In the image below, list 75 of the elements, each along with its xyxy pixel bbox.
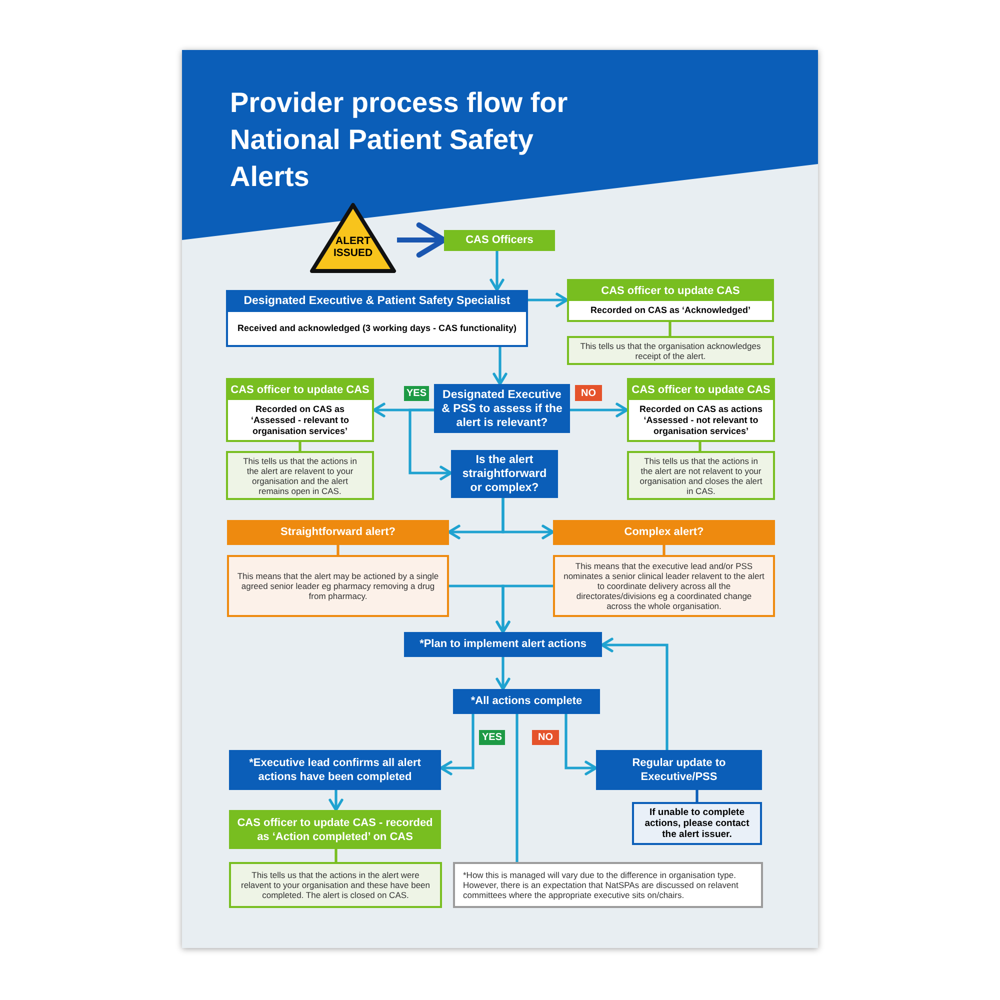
arrow xyxy=(502,498,554,540)
connector-line xyxy=(334,849,338,862)
note-text: *How this is managed will vary due to the difference in organisation type. However, there is an expectation that NatSPAs are discussed on relavent committees where the appropriate executive sits on/chairs. xyxy=(463,870,740,900)
decision-box xyxy=(451,450,558,498)
box-heading: Designated Executive & Patient Safety Specialist xyxy=(228,292,526,312)
arrow xyxy=(496,584,553,634)
process-box xyxy=(227,520,449,545)
arrow xyxy=(408,408,452,480)
note-box xyxy=(227,555,449,617)
process-box xyxy=(444,230,555,251)
note-text: This means that the executive lead and/or PSS nominates a senior clinical leader relavent to the alert to coordinate delivery across all the directorates/divisions eg a coordinated change across the whole organisation. xyxy=(563,561,765,611)
box-text: Recorded on CAS as ‘Assessed - relevant to organisation services’ xyxy=(250,404,350,436)
arrow xyxy=(440,714,474,776)
title: Provider process flow for National Patient Safety Alerts xyxy=(230,86,569,194)
process-box xyxy=(229,750,441,790)
box-label: Complex alert? xyxy=(624,526,704,539)
decision-box xyxy=(434,384,570,433)
process-box xyxy=(226,378,374,442)
arrow xyxy=(328,790,344,812)
box-heading: CAS officer to update CAS xyxy=(569,281,772,301)
connector-line xyxy=(696,790,698,802)
warning-triangle xyxy=(309,202,397,274)
note-box xyxy=(226,451,374,500)
box-text: Recorded on CAS as actions ‘Assessed - not relevant to organisation services’ xyxy=(638,404,764,436)
connector-line xyxy=(668,322,672,336)
connector-line xyxy=(336,545,340,555)
arrow xyxy=(528,292,568,308)
note-text: This tells us that the organisation acknowledges receipt of the alert. xyxy=(579,340,762,360)
box-heading: CAS officer to update CAS xyxy=(228,380,372,400)
box-label: Regular update to Executive/PSS xyxy=(631,756,727,784)
process-box xyxy=(229,810,441,849)
box-label: Is the alert straightforward or complex? xyxy=(461,453,548,495)
note-text: If unable to complete actions, please contact the alert issuer. xyxy=(644,807,750,840)
edge-label: NO xyxy=(532,730,559,745)
connector-line xyxy=(516,714,518,862)
box-label: *All actions complete xyxy=(470,695,582,708)
note-box xyxy=(632,802,762,845)
note-text: This tells us that the actions in the alert were relavent to your organisation and these have been completed. The alert is closed on CAS. xyxy=(240,870,432,900)
note-text: This means that the alert may be actioned by a single agreed senior leader eg pharmacy removing a drug from pharmacy. xyxy=(237,571,439,601)
box-label: CAS Officers xyxy=(466,234,534,247)
box-label: Designated Executive & PSS to assess if the alert is relevant? xyxy=(440,388,564,430)
arrow xyxy=(492,347,508,386)
note-box xyxy=(229,862,442,908)
note-text: This tells us that the actions in the alert are relavent to your organisation and the alert remains open in CAS. xyxy=(242,456,358,496)
note-box xyxy=(553,555,775,617)
edge-label: NO xyxy=(575,385,602,401)
process-box xyxy=(553,520,775,545)
process-box xyxy=(567,279,774,322)
decision-box xyxy=(453,689,600,714)
process-box xyxy=(404,632,602,657)
box-label: Straightforward alert? xyxy=(280,526,396,539)
box-label: CAS officer to update CAS - recorded as ‘Action completed’ on CAS xyxy=(236,816,434,844)
edge-label: YES xyxy=(479,730,505,745)
note-text: This tells us that the actions in the alert are not relavent to your organisation and closes the alert in CAS. xyxy=(638,456,764,496)
edge-label: YES xyxy=(404,386,429,401)
box-text: Recorded on CAS as ‘Acknowledged’ xyxy=(590,305,751,316)
process-box xyxy=(627,378,775,442)
arrow xyxy=(600,638,668,750)
arrow xyxy=(570,402,628,418)
box-label: *Executive lead confirms all alert actions have been completed xyxy=(248,756,422,784)
sign-text: ALERT ISSUED xyxy=(332,235,374,259)
box-heading: CAS officer to update CAS xyxy=(629,380,773,400)
connector-line xyxy=(662,545,666,555)
box-text: Received and acknowledged (3 working days - CAS functionality) xyxy=(237,323,517,334)
connector-line xyxy=(298,442,302,451)
arrow xyxy=(564,714,598,776)
note-box xyxy=(567,336,774,365)
note-box xyxy=(627,451,775,500)
arrow xyxy=(490,251,504,292)
connector-line xyxy=(698,442,702,451)
process-box xyxy=(596,750,762,790)
box-label: *Plan to implement alert actions xyxy=(420,638,586,651)
process-box xyxy=(226,290,528,347)
arrow xyxy=(496,657,510,690)
footnote-box xyxy=(453,862,763,908)
